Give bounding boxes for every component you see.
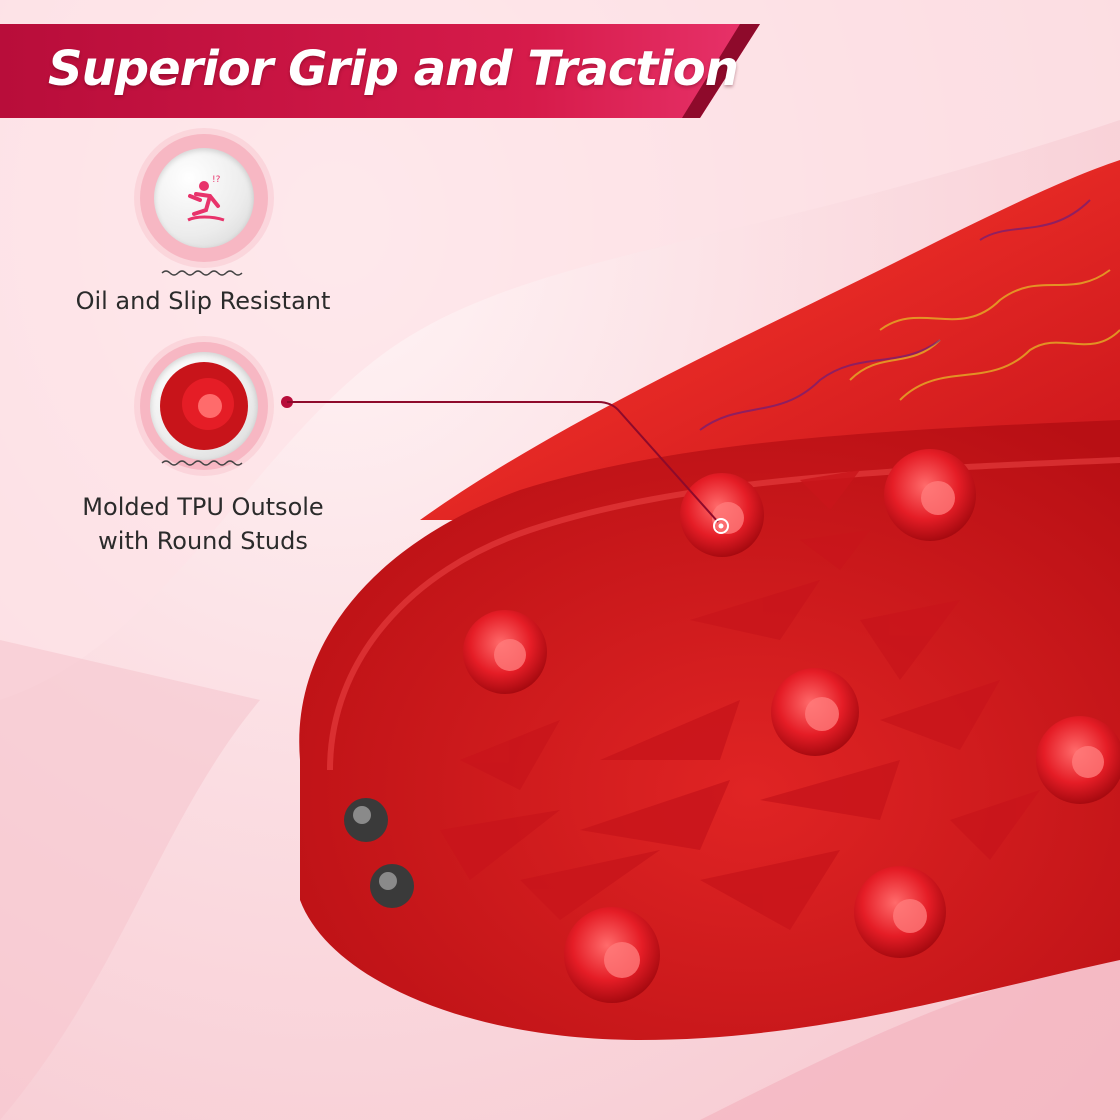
slip-hazard-icon: !? <box>187 175 225 222</box>
slip-resistant-badge: !? <box>140 134 268 262</box>
wave-divider <box>161 460 243 466</box>
feature-label-line1: Molded TPU Outsole <box>82 493 324 521</box>
feature-label-line2: with Round Studs <box>98 527 308 555</box>
feature-label-slip: Oil and Slip Resistant <box>75 287 331 315</box>
badge-inner: !? <box>154 148 254 248</box>
round-studs <box>463 449 1120 1003</box>
banner-title: Superior Grip and Traction <box>48 41 739 97</box>
wave-divider <box>161 270 243 276</box>
badge-inner <box>150 352 258 460</box>
feature-label-outsole: Molded TPU Outsole with Round Studs <box>40 490 366 558</box>
title-banner <box>0 24 760 118</box>
metal-rivets <box>344 798 414 908</box>
stud-closeup-icon <box>160 362 248 450</box>
outsole-badge <box>140 342 268 470</box>
svg-text:!?: !? <box>212 175 221 185</box>
